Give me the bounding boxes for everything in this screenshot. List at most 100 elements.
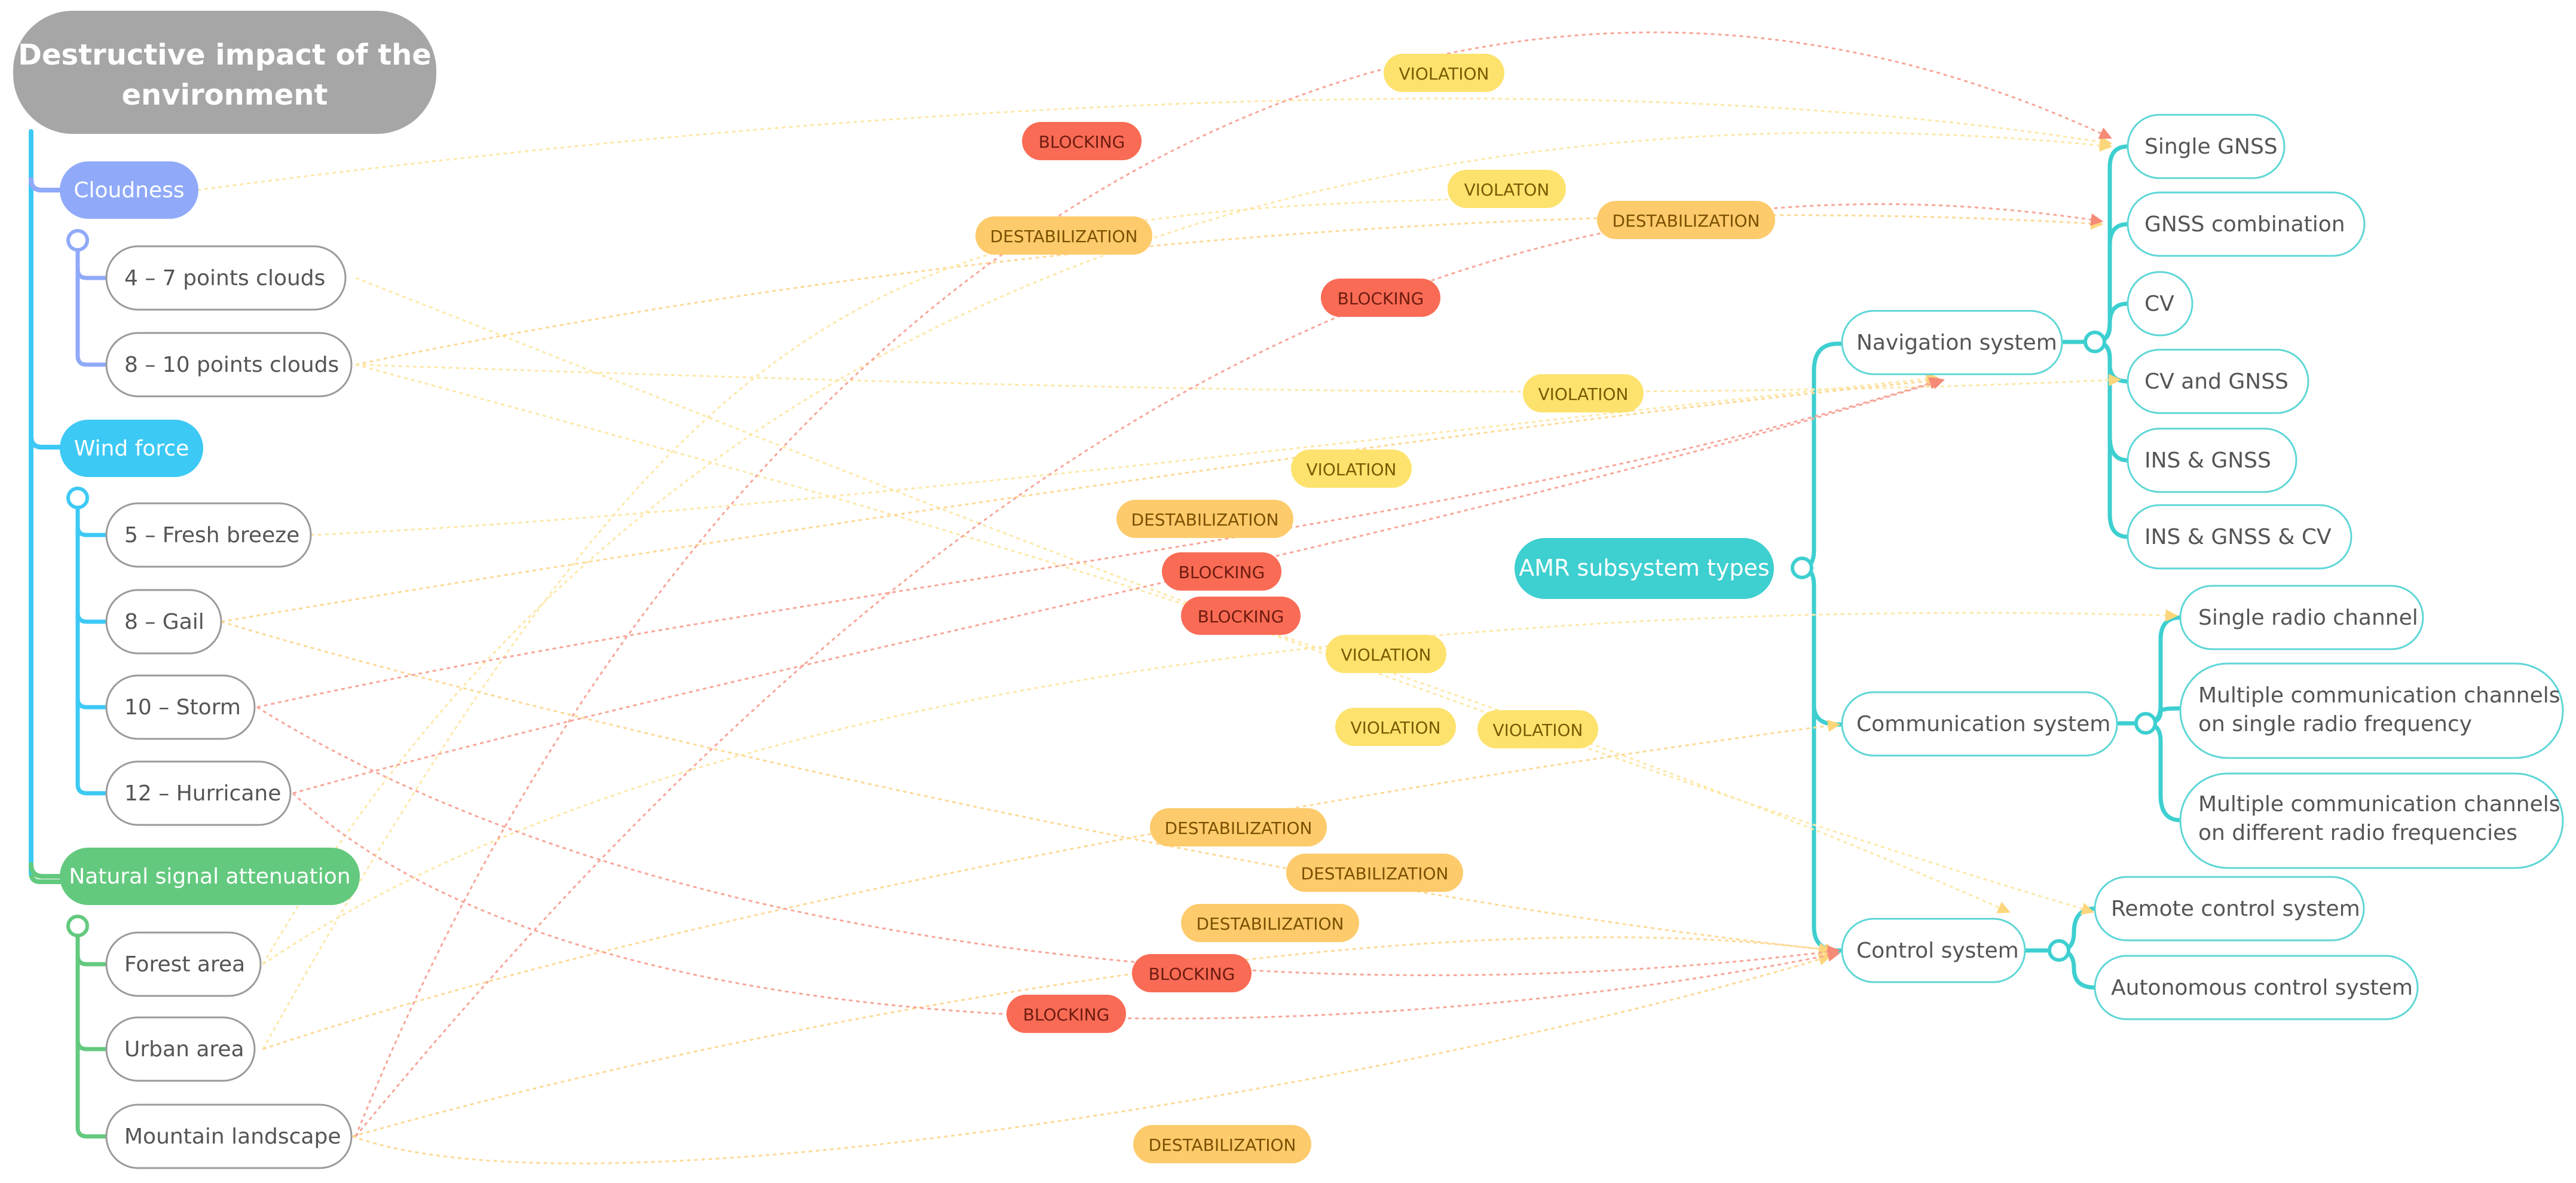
comm-single-radio-label: Single radio channel bbox=[2198, 606, 2418, 630]
relation-label[interactable]: VIOLATION bbox=[1335, 708, 1456, 746]
factor-storm-label: 10 – Storm bbox=[124, 695, 241, 720]
amr-center-node[interactable]: AMR subsystem types bbox=[1515, 538, 1774, 599]
factor-urban-label: Urban area bbox=[124, 1037, 244, 1062]
relation-label[interactable]: BLOCKING bbox=[1006, 995, 1126, 1033]
relation-label[interactable]: DESTABILIZATION bbox=[975, 216, 1152, 255]
factor-urban[interactable] bbox=[105, 1016, 256, 1082]
comm-multi-single-frequency[interactable] bbox=[2179, 662, 2564, 759]
nav-single-gnss[interactable] bbox=[2127, 114, 2286, 179]
relation-label[interactable]: BLOCKING bbox=[1181, 597, 1301, 635]
comm-multi-single-label-line2: on single radio frequency bbox=[2198, 712, 2472, 736]
svg-text:DESTABILIZATION: DESTABILIZATION bbox=[1197, 914, 1344, 934]
factor-clouds-8-10[interactable] bbox=[105, 332, 353, 398]
comm-multi-different-frequencies[interactable] bbox=[2179, 772, 2564, 869]
factor-storm[interactable] bbox=[105, 674, 256, 740]
root-title-line2: environment bbox=[122, 78, 328, 112]
svg-text:VIOLATION: VIOLATION bbox=[1341, 645, 1431, 665]
factor-nodes bbox=[105, 245, 353, 1169]
relation-label[interactable]: DESTABILIZATION bbox=[1133, 1125, 1311, 1163]
svg-text:DESTABILIZATION: DESTABILIZATION bbox=[1149, 1135, 1296, 1155]
relation-label[interactable]: VIOLATION bbox=[1523, 374, 1644, 412]
svg-text:DESTABILIZATION: DESTABILIZATION bbox=[1165, 818, 1313, 838]
svg-text:BLOCKING: BLOCKING bbox=[1039, 132, 1125, 152]
svg-text:DESTABILIZATION: DESTABILIZATION bbox=[1131, 510, 1279, 530]
root-node[interactable]: Destructive impact of the environment bbox=[13, 11, 436, 134]
control-autonomous[interactable] bbox=[2094, 955, 2419, 1020]
relation-label[interactable]: BLOCKING bbox=[1162, 552, 1281, 591]
nav-gnss-combination-label: GNSS combination bbox=[2144, 212, 2345, 237]
comm-multi-diff-label-line2: on different radio frequencies bbox=[2198, 821, 2517, 845]
factor-forest-label: Forest area bbox=[124, 952, 245, 977]
svg-text:BLOCKING: BLOCKING bbox=[1023, 1005, 1110, 1025]
relation-label[interactable]: DESTABILIZATION bbox=[1150, 808, 1327, 846]
svg-text:BLOCKING: BLOCKING bbox=[1198, 607, 1284, 626]
nav-ins-gnss-cv[interactable] bbox=[2127, 504, 2352, 570]
category-attenuation-label: Natural signal attenuation bbox=[69, 864, 350, 889]
relation-label[interactable]: VIOLATION bbox=[1384, 54, 1504, 92]
nav-cv-label: CV bbox=[2144, 292, 2174, 316]
category-wind-force-label: Wind force bbox=[74, 436, 189, 461]
factor-gail-label: 8 – Gail bbox=[124, 610, 204, 634]
nav-cv[interactable] bbox=[2127, 271, 2193, 337]
relation-label[interactable]: BLOCKING bbox=[1321, 279, 1440, 317]
svg-text:VIOLATION: VIOLATION bbox=[1492, 720, 1583, 740]
subsystem-control[interactable] bbox=[1841, 918, 2026, 983]
relation-label[interactable]: VIOLATON bbox=[1448, 170, 1566, 208]
comm-single-radio[interactable] bbox=[2179, 585, 2424, 650]
left-tree-connectors bbox=[29, 129, 109, 1139]
nav-cv-and-gnss-label: CV and GNSS bbox=[2144, 369, 2289, 394]
category-wind-force[interactable]: Wind force bbox=[60, 420, 203, 477]
root-title-line1: Destructive impact of the bbox=[18, 38, 432, 72]
svg-text:VIOLATION: VIOLATION bbox=[1538, 384, 1628, 404]
factor-clouds-8-10-label: 8 – 10 points clouds bbox=[124, 353, 339, 377]
subsystem-navigation[interactable] bbox=[1841, 310, 2063, 375]
relation-label[interactable]: DESTABILIZATION bbox=[1116, 500, 1293, 538]
relation-label[interactable]: BLOCKING bbox=[1022, 122, 1142, 160]
subsystem-communication-label: Communication system bbox=[1856, 712, 2110, 736]
right-tree-connectors bbox=[1791, 144, 2183, 990]
category-cloudness[interactable]: Cloudness bbox=[60, 161, 198, 219]
relation-label[interactable]: VIOLATION bbox=[1477, 710, 1598, 748]
relation-label[interactable]: DESTABILIZATION bbox=[1597, 201, 1775, 239]
factor-clouds-4-7[interactable] bbox=[105, 245, 347, 311]
svg-text:DESTABILIZATION: DESTABILIZATION bbox=[1301, 864, 1449, 884]
relation-label[interactable]: DESTABILIZATION bbox=[1286, 854, 1463, 892]
nav-cv-and-gnss[interactable] bbox=[2127, 349, 2309, 414]
svg-text:DESTABILIZATION: DESTABILIZATION bbox=[990, 227, 1138, 246]
svg-text:VIOLATION: VIOLATION bbox=[1306, 460, 1396, 479]
svg-text:VIOLATION: VIOLATION bbox=[1399, 64, 1489, 84]
nav-gnss-combination[interactable] bbox=[2127, 191, 2366, 257]
relation-label[interactable]: VIOLATION bbox=[1326, 635, 1446, 673]
factor-fresh-breeze-label: 5 – Fresh breeze bbox=[124, 523, 299, 548]
factor-fresh-breeze[interactable] bbox=[105, 502, 312, 568]
svg-text:BLOCKING: BLOCKING bbox=[1338, 289, 1424, 308]
factor-hurricane-label: 12 – Hurricane bbox=[124, 781, 281, 806]
subsystem-control-label: Control system bbox=[1856, 939, 2019, 963]
factor-hurricane[interactable] bbox=[105, 760, 292, 826]
factor-forest[interactable] bbox=[105, 931, 262, 997]
control-remote[interactable] bbox=[2094, 876, 2365, 941]
comm-multi-diff-label-line1: Multiple communication channels bbox=[2198, 792, 2560, 817]
svg-text:VIOLATION: VIOLATION bbox=[1350, 718, 1440, 738]
comm-multi-single-label-line1: Multiple communication channels bbox=[2198, 683, 2560, 708]
relation-label[interactable]: BLOCKING bbox=[1132, 954, 1252, 992]
factor-mountain[interactable] bbox=[105, 1103, 353, 1169]
relation-labels: VIOLATION BLOCKING DESTABILIZATION VIOLA… bbox=[975, 54, 1775, 1163]
svg-text:BLOCKING: BLOCKING bbox=[1179, 563, 1265, 582]
factor-gail[interactable] bbox=[105, 589, 222, 655]
subsystem-communication[interactable] bbox=[1841, 691, 2118, 757]
nav-ins-gnss-cv-label: INS & GNSS & CV bbox=[2144, 525, 2332, 549]
svg-text:BLOCKING: BLOCKING bbox=[1149, 964, 1235, 984]
relation-label[interactable]: VIOLATION bbox=[1291, 450, 1412, 488]
control-remote-label: Remote control system bbox=[2111, 897, 2360, 921]
svg-text:DESTABILIZATION: DESTABILIZATION bbox=[1613, 211, 1760, 231]
category-natural-signal-attenuation[interactable]: Natural signal attenuation bbox=[60, 848, 360, 905]
amr-center-label: AMR subsystem types bbox=[1519, 555, 1769, 581]
relation-label[interactable]: DESTABILIZATION bbox=[1181, 904, 1359, 942]
nav-single-gnss-label: Single GNSS bbox=[2144, 134, 2278, 159]
control-autonomous-label: Autonomous control system bbox=[2111, 976, 2413, 1000]
relation-curves bbox=[197, 31, 2179, 1164]
nav-ins-gnss[interactable] bbox=[2127, 427, 2297, 493]
svg-text:VIOLATON: VIOLATON bbox=[1464, 180, 1550, 200]
